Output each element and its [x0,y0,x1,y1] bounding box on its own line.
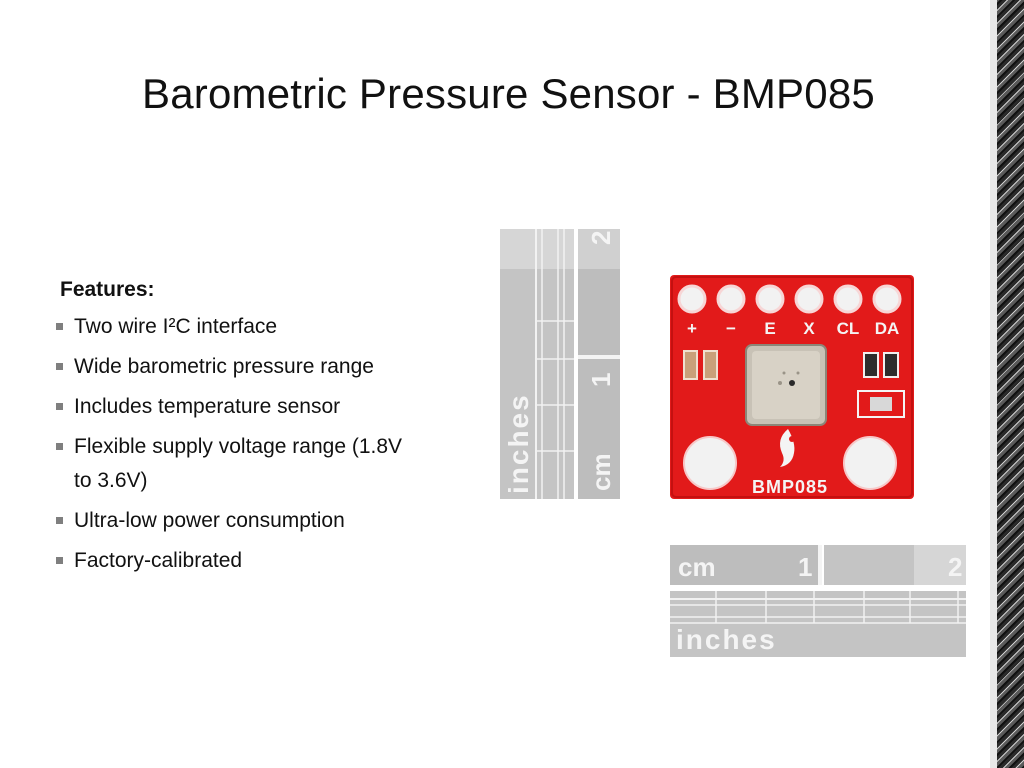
ruler-mark-1: 1 [798,552,812,582]
pin-label: CL [837,319,860,338]
features-list: Two wire I²C interface Wide barometric p… [52,310,442,578]
list-item: Flexible supply voltage range (1.8V to 3… [52,430,419,498]
horizontal-ruler: cm 1 2 inches [670,545,966,657]
square-bullet-icon [56,363,63,370]
square-bullet-icon [56,323,63,330]
list-item: Ultra-low power consumption [52,504,442,538]
pin-label: + [687,319,697,338]
ruler-mark-2: 2 [586,231,616,245]
slide: Barometric Pressure Sensor - BMP085 Feat… [52,70,966,657]
pcb-board: + − E X CL DA [670,275,914,499]
square-bullet-icon [56,403,63,410]
resistors [857,352,905,418]
pin-label: DA [875,319,900,338]
feature-text: Two wire I²C interface [74,315,278,338]
feature-text: Flexible supply voltage range (1.8V to 3… [74,435,403,492]
list-item: Two wire I²C interface [52,310,442,344]
feature-text: Ultra-low power consumption [74,509,345,532]
vertical-ruler: inches cm 1 2 [500,229,620,499]
features-heading: Features: [60,278,155,301]
bmp085-sensor-chip [745,344,827,426]
pin-label: − [726,319,736,338]
ruler-cm-label: cm [586,453,616,491]
slide-edge-decoration [990,0,1024,768]
slide-title: Barometric Pressure Sensor - BMP085 [142,70,875,117]
bmp085-board-photo: inches cm 1 2 cm 1 2 inches [500,229,966,657]
pin-label: E [764,319,775,338]
list-item: Wide barometric pressure range [52,350,394,384]
ruler-mark-2: 2 [948,552,962,582]
header-pins [677,284,902,314]
board-label: BMP085 [752,477,828,497]
feature-text: Includes temperature sensor [74,395,341,418]
square-bullet-icon [56,517,63,524]
capacitors [683,350,718,380]
square-bullet-icon [56,557,63,564]
feature-text: Factory-calibrated [74,549,243,572]
list-item: Factory-calibrated [52,544,442,578]
mounting-hole [683,436,737,490]
ruler-inches-label: inches [676,624,777,655]
pin-label: X [803,319,815,338]
square-bullet-icon [56,443,63,450]
list-item: Includes temperature sensor [52,390,442,424]
ruler-inches-label: inches [503,393,534,494]
ruler-cm-label: cm [678,552,716,582]
ruler-mark-1: 1 [586,373,616,387]
features-block: Features: Two wire I²C interface Wide ba… [52,278,442,584]
feature-text: Wide barometric pressure range [74,355,374,378]
mounting-hole [843,436,897,490]
